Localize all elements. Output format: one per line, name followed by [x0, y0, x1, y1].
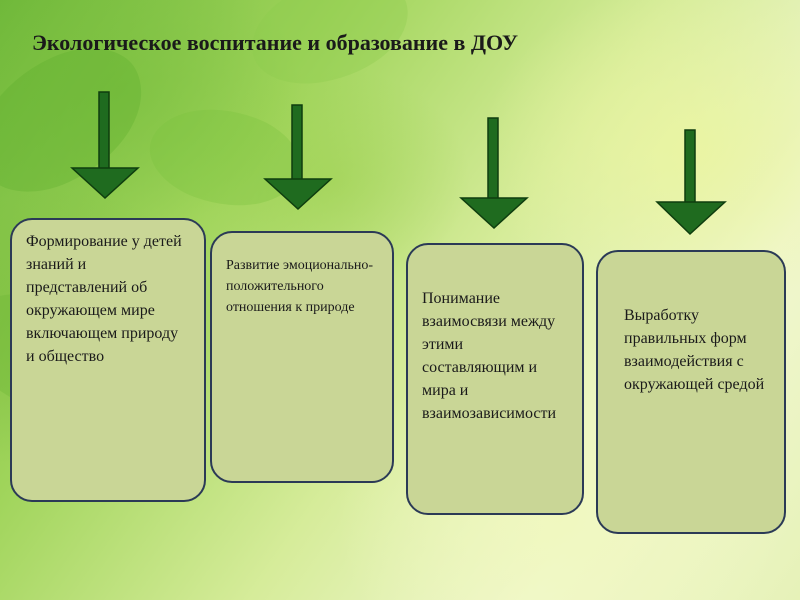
goal-box-text: Выработку правильных форм взаимодействия…	[624, 307, 765, 393]
goal-box-text: Развитие эмоционально-положительного отн…	[226, 258, 374, 315]
goal-box-interconnection: Понимание взаимосвязи между этими состав…	[406, 243, 584, 515]
goal-box-interaction: Выработку правильных форм взаимодействия…	[596, 250, 786, 534]
goal-box-text: Формирование у детей знаний и представле…	[26, 233, 182, 365]
goal-box-knowledge: Формирование у детей знаний и представле…	[10, 218, 206, 502]
arrow-down-icon	[655, 129, 727, 236]
arrow-down-icon	[459, 117, 529, 230]
arrow-down-icon	[263, 104, 333, 211]
goal-box-text: Понимание взаимосвязи между этими состав…	[422, 290, 557, 422]
goal-box-emotional: Развитие эмоционально-положительного отн…	[210, 231, 394, 483]
arrow-down-icon	[70, 91, 140, 200]
page-title: Экологическое воспитание и образование в…	[32, 30, 519, 55]
